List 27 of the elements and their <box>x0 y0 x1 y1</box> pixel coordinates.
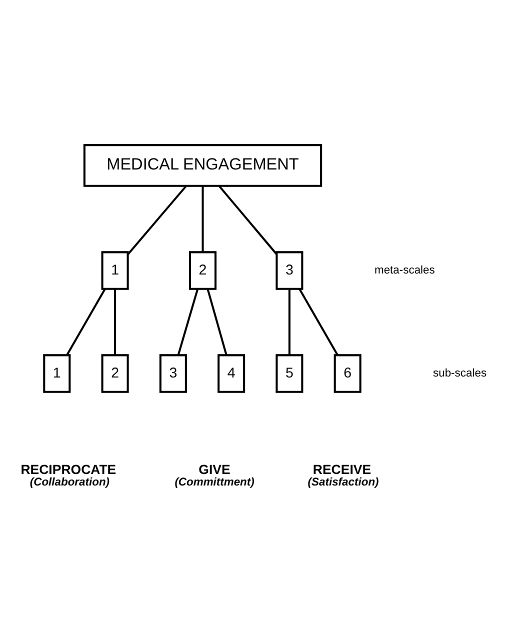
label: (Committment) <box>174 476 254 488</box>
connector <box>114 288 116 355</box>
connector <box>177 288 199 355</box>
label: RECIPROCATE <box>20 461 116 476</box>
connector <box>202 186 204 252</box>
node-box: MEDICAL ENGAGEMENT <box>83 144 322 186</box>
node-box: 3 <box>159 354 187 392</box>
label: RECEIVE <box>312 461 372 476</box>
node-box: 1 <box>43 354 71 392</box>
connector <box>298 288 338 356</box>
label: (Satisfaction) <box>308 476 379 488</box>
node-box: 4 <box>218 354 246 392</box>
label: meta-scales <box>374 264 435 276</box>
connector <box>66 288 106 356</box>
node-box: 2 <box>101 354 129 392</box>
label: sub-scales <box>433 366 487 379</box>
node-box: 3 <box>276 250 304 290</box>
connector <box>288 288 290 355</box>
label: (Collaboration) <box>30 476 110 488</box>
node-box: 6 <box>334 354 362 392</box>
connector <box>127 185 187 255</box>
node-box: 5 <box>276 354 304 392</box>
label: GIVE <box>198 461 230 476</box>
connector <box>218 185 278 254</box>
node-box: 1 <box>101 250 129 290</box>
connector <box>206 288 228 355</box>
node-box: 2 <box>188 250 217 290</box>
